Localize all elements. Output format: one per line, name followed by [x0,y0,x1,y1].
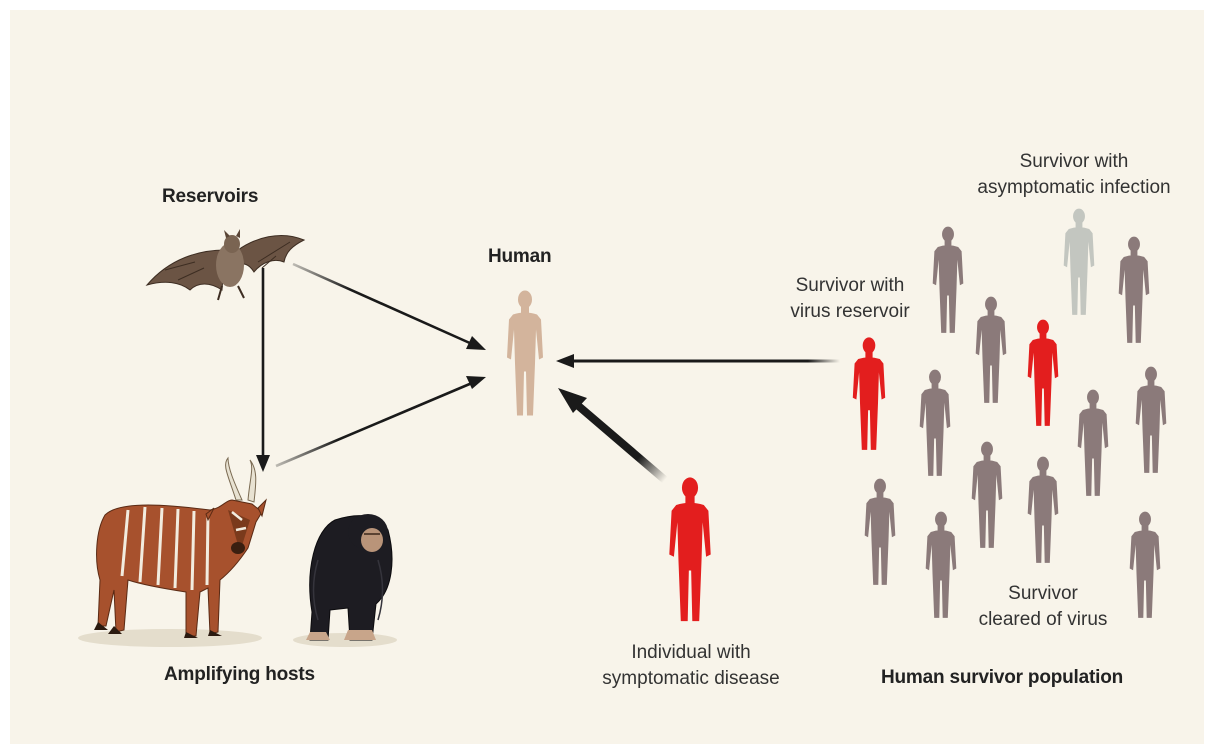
survivor-cleared-label: Survivor cleared of virus [955,581,1131,633]
survivor-virus-reservoir-label: Survivor with virus reservoir [766,273,934,325]
human-survivor-population-label: Human survivor population [881,667,1123,689]
reservoirs-label: Reservoirs [162,186,258,208]
arrow-symptomatic-to-human [558,388,665,480]
chimpanzee-icon [293,514,397,647]
bat-icon [147,229,304,300]
antelope-icon [78,458,266,647]
symptomatic-individual-figure [669,477,710,621]
symptomatic-individual-label: Individual with symptomatic disease [578,640,804,692]
arrow-hosts-to-human [276,376,486,466]
amplifying-hosts-label: Amplifying hosts [164,664,315,686]
arrow-bat-to-human [293,264,486,350]
survivor-asymptomatic-label: Survivor with asymptomatic infection [948,149,1200,201]
arrow-bat-to-hosts [256,268,270,472]
asymptomatic-survivor-figure [1064,209,1095,315]
survivor-reservoir-figure-2 [1028,320,1059,426]
arrow-reservoir-survivor-to-human [556,354,840,368]
human-figure [507,291,543,416]
human-label: Human [488,246,551,268]
reservoir-survivor-figure [853,337,885,450]
